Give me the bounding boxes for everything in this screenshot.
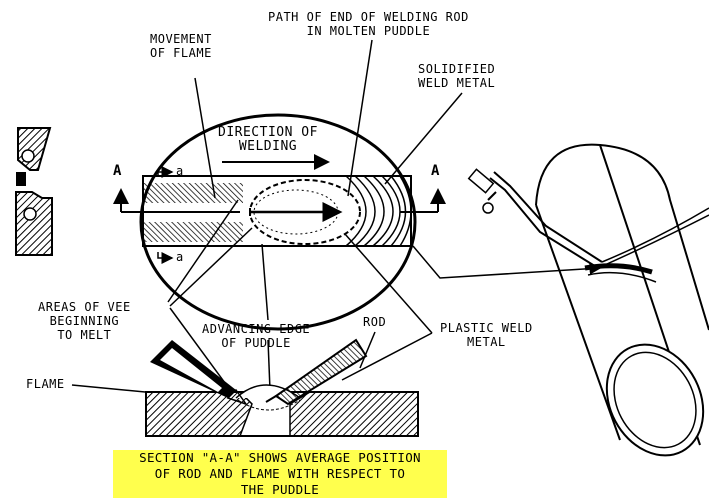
caption-line-2: OF ROD AND FLAME WITH RESPECT TO <box>154 466 406 481</box>
label-section-a-right: A <box>431 163 440 179</box>
label-section-a-left: A <box>113 163 122 179</box>
label-plastic-weld-metal: PLASTIC WELD METAL <box>440 321 533 349</box>
label-direction-of-welding: DIRECTION OF WELDING <box>218 125 318 154</box>
label-small-a-bottom: a <box>176 250 184 264</box>
welding-rod-icon <box>265 338 368 406</box>
label-small-a-top: a <box>176 164 184 178</box>
label-path-of-rod: PATH OF END OF WELDING ROD IN MOLTEN PUD… <box>268 10 469 38</box>
label-rod: ROD <box>363 315 387 329</box>
label-movement-of-flame: MOVEMENT OF FLAME <box>150 32 212 60</box>
pipe-illustration <box>412 143 709 457</box>
label-areas-of-vee: AREAS OF VEE BEGINNING TO MELT <box>38 300 131 342</box>
leader-lines <box>71 39 463 401</box>
caption-line-3: THE PUDDLE <box>240 482 320 497</box>
label-solidified-weld-metal: SOLIDIFIED WELD METAL <box>418 62 496 90</box>
label-advancing-edge: ADVANCING EDGE OF PUDDLE <box>202 322 311 350</box>
label-flame: FLAME <box>26 377 65 391</box>
torch-tip-icon <box>150 340 248 406</box>
caption-box: SECTION "A-A" SHOWS AVERAGE POSITION OF … <box>113 450 447 498</box>
vee-section-icon <box>15 127 53 256</box>
caption-line-1: SECTION "A-A" SHOWS AVERAGE POSITION <box>139 450 421 465</box>
